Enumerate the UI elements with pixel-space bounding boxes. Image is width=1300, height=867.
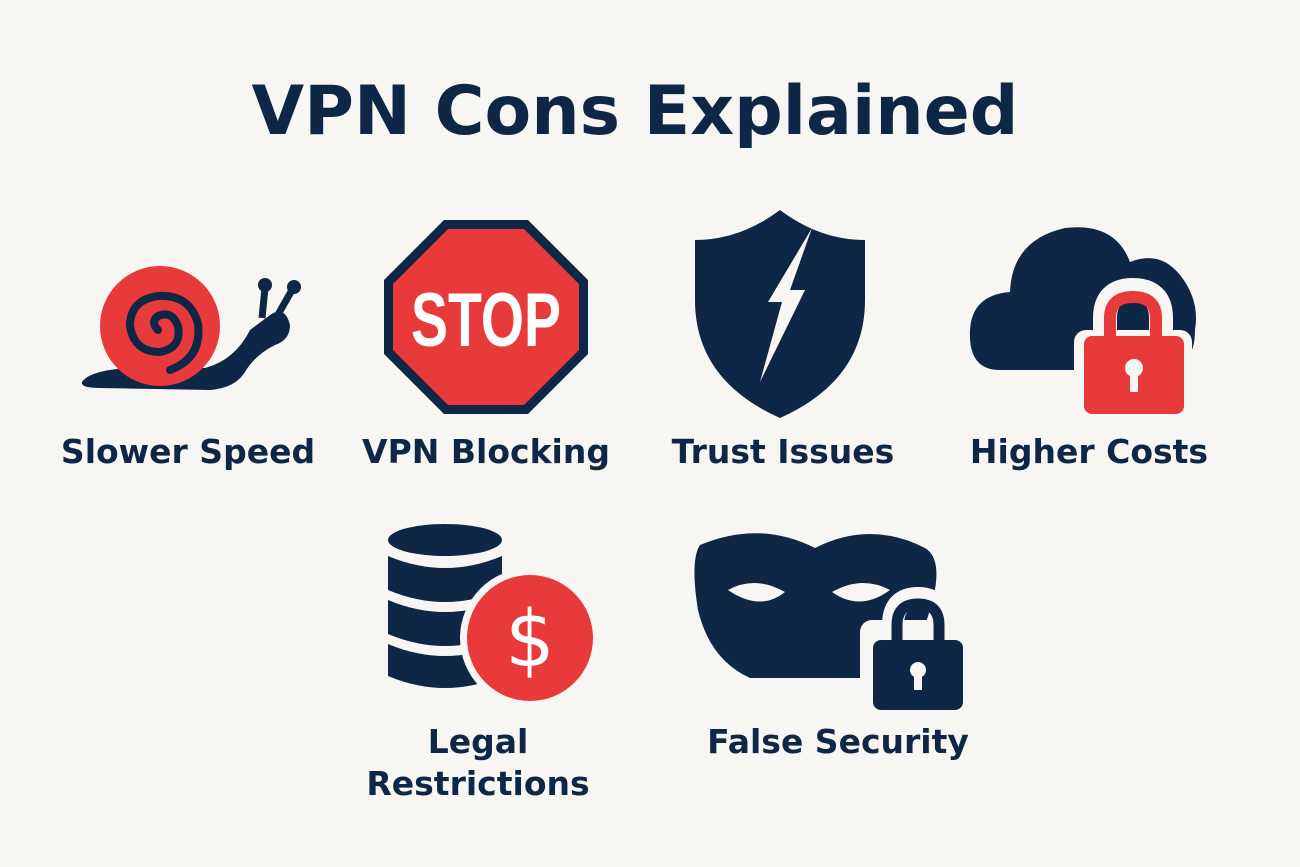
snail-icon <box>81 266 301 390</box>
label-trust-issues: Trust Issues <box>671 432 895 471</box>
label-vpn-blocking: VPN Blocking <box>362 432 610 471</box>
label-false-security: False Security <box>707 722 969 761</box>
database-dollar-icon: $ <box>388 524 600 708</box>
label-higher-costs: Higher Costs <box>969 432 1209 471</box>
page-title: VPN Cons Explained <box>251 72 1019 151</box>
label-slower-speed: Slower Speed <box>60 432 316 471</box>
stop-sign-icon: STOP <box>384 220 588 414</box>
broken-shield-icon <box>695 210 865 418</box>
cloud-lock-icon <box>969 227 1196 422</box>
stop-text: STOP <box>411 278 561 363</box>
dollar-sign-text: $ <box>505 595 555 685</box>
mask-lock-icon <box>694 533 972 718</box>
label-restrictions: Restrictions <box>366 764 590 803</box>
label-legal: Legal <box>427 722 529 761</box>
